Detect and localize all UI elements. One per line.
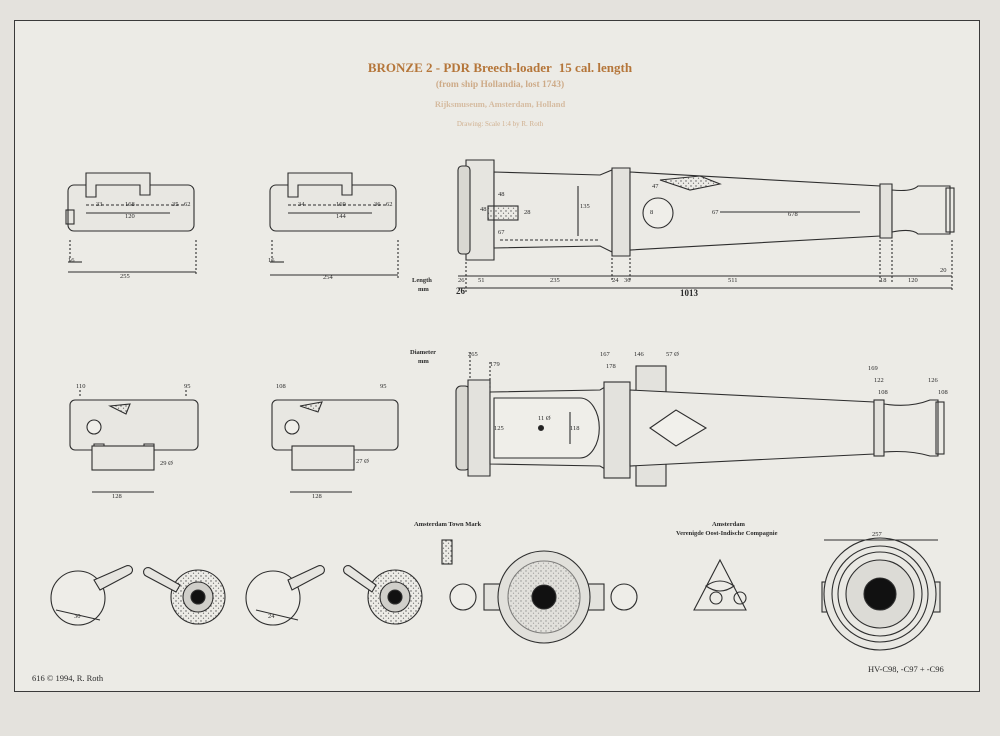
diameter-unit: mm bbox=[418, 358, 429, 365]
breech-chamber-top-2 bbox=[271, 399, 399, 493]
dim-label: 36 bbox=[624, 277, 631, 284]
drawing-sheet bbox=[14, 20, 980, 692]
dim-label: 24 bbox=[268, 613, 275, 620]
breech-chamber-top-1 bbox=[69, 390, 199, 493]
dim-label: 35 bbox=[172, 201, 179, 208]
dim-label: 95 bbox=[184, 383, 191, 390]
subtitle-ship: (from ship Hollandia, lost 1743) bbox=[435, 80, 565, 90]
chamber-end-view-3 bbox=[245, 564, 326, 626]
dim-label: 18 bbox=[880, 277, 887, 284]
gun-barrel-top-view bbox=[455, 352, 945, 487]
dim-label: 62 bbox=[386, 201, 393, 208]
dim-label: 168 bbox=[125, 201, 135, 208]
dim-label: 1013 bbox=[680, 288, 699, 298]
dim-label: 125 bbox=[494, 425, 504, 432]
dim-label: 169 bbox=[868, 365, 878, 372]
length-unit: mm bbox=[418, 286, 429, 293]
voc-monogram-icon bbox=[693, 558, 747, 611]
footer-copyright: 616 © 1994, R. Roth bbox=[32, 673, 104, 683]
dim-label: 144 bbox=[336, 213, 347, 220]
town-mark-label: Amsterdam Town Mark bbox=[414, 521, 482, 528]
dim-label: 62 bbox=[184, 201, 191, 208]
dim-label: 27 Ø bbox=[356, 458, 369, 465]
dim-label: 120 bbox=[125, 213, 135, 220]
dimension-labels: 33 168 35 62 120 16 255 34 169 36 62 144… bbox=[68, 183, 948, 620]
diameter-label: Diameter bbox=[410, 349, 436, 356]
dim-label: 36 bbox=[374, 201, 381, 208]
dim-label: 48 bbox=[498, 191, 505, 198]
row-labels: Length mm Diameter mm Amsterdam Town Mar… bbox=[410, 277, 778, 537]
gun-barrel-side-view bbox=[457, 159, 955, 292]
dim-label: 255 bbox=[120, 273, 130, 280]
dim-label: 24 bbox=[612, 277, 619, 284]
dim-label: 26 bbox=[456, 286, 466, 296]
dim-label: 30 bbox=[74, 613, 81, 620]
dim-label: 108 bbox=[276, 383, 286, 390]
dim-label: 67 bbox=[498, 229, 505, 236]
dim-label: 265 bbox=[468, 351, 478, 358]
chamber-end-view-1 bbox=[50, 564, 134, 626]
dim-label: 67 bbox=[712, 209, 719, 216]
dim-label: 178 bbox=[606, 363, 616, 370]
dim-label: 511 bbox=[728, 277, 738, 284]
dim-label: 48 bbox=[480, 206, 487, 213]
dim-label: 108 bbox=[878, 389, 888, 396]
dim-label: 257 bbox=[872, 531, 883, 538]
dim-label: 16 bbox=[68, 257, 75, 264]
muzzle-end-view bbox=[821, 537, 941, 651]
dim-label: 120 bbox=[908, 277, 918, 284]
title-caliber: 15 cal. length bbox=[558, 60, 633, 75]
dim-label: 179 bbox=[490, 361, 500, 368]
dim-label: 20 bbox=[940, 267, 947, 274]
breech-chamber-side-2 bbox=[269, 172, 399, 278]
dim-label: 28 bbox=[524, 209, 531, 216]
dim-label: 34 bbox=[298, 201, 305, 208]
dim-label: 47 bbox=[652, 183, 659, 190]
dim-label: 95 bbox=[380, 383, 387, 390]
dim-label: 254 bbox=[323, 274, 334, 281]
dim-label: 126 bbox=[928, 377, 939, 384]
dim-label: 26 bbox=[458, 277, 465, 284]
dim-label: 128 bbox=[112, 493, 122, 500]
dim-label: 146 bbox=[634, 351, 645, 358]
title-main: BRONZE 2 - PDR Breech-loader bbox=[367, 60, 552, 75]
dim-label: 16 bbox=[268, 257, 275, 264]
dim-label: 169 bbox=[336, 201, 346, 208]
dim-label: 108 bbox=[938, 389, 948, 396]
breech-end-view bbox=[449, 550, 638, 644]
subtitle-credits: Drawing: Scale 1:4 by R. Roth bbox=[456, 120, 544, 128]
dim-label: 128 bbox=[312, 493, 322, 500]
dim-label: 51 bbox=[478, 277, 485, 284]
voc-label-1: Amsterdam bbox=[712, 521, 745, 528]
chamber-end-view-2 bbox=[142, 566, 226, 625]
dim-label: 167 bbox=[600, 351, 611, 358]
breech-chamber-side-1 bbox=[65, 172, 197, 276]
dim-label: 11 Ø bbox=[538, 415, 551, 422]
dim-label: 235 bbox=[550, 277, 560, 284]
subtitle-museum: Rijksmuseum, Amsterdam, Holland bbox=[434, 99, 566, 109]
town-mark-icon bbox=[441, 539, 453, 565]
voc-label-2: Verenigde Oost-Indische Compagnie bbox=[676, 530, 778, 537]
dim-label: 118 bbox=[570, 425, 580, 432]
dim-label: 33 bbox=[96, 201, 103, 208]
dim-label: 122 bbox=[874, 377, 884, 384]
dim-label: 678 bbox=[788, 211, 798, 218]
dim-label: 29 Ø bbox=[160, 460, 173, 467]
dim-label: 8 bbox=[650, 209, 653, 216]
dim-label: 135 bbox=[580, 203, 590, 210]
dim-label: 57 Ø bbox=[666, 351, 679, 358]
length-label: Length bbox=[412, 277, 432, 284]
footer-catalog-number: HV-C98, -C97 + -C96 bbox=[868, 664, 944, 674]
dim-label: 110 bbox=[76, 383, 86, 390]
chamber-end-view-4 bbox=[342, 564, 423, 625]
drawing-title: BRONZE 2 - PDR Breech-loader 15 cal. len… bbox=[0, 60, 1000, 76]
